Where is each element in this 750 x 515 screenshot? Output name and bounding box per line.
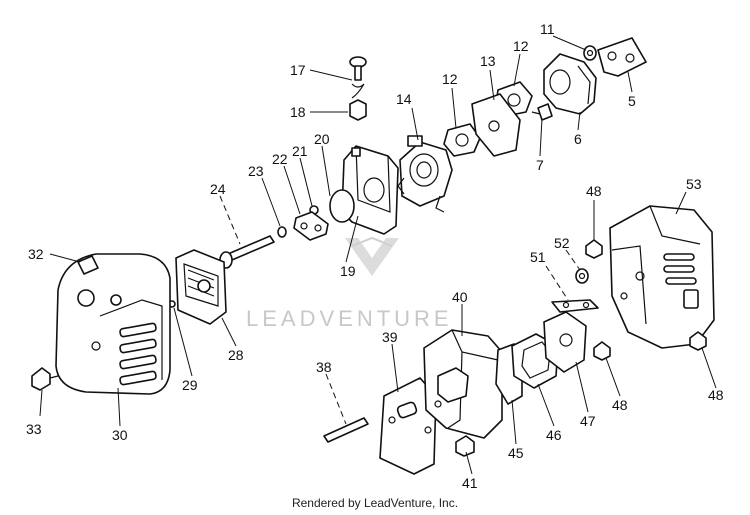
label-33: 33 — [26, 421, 42, 437]
label-6: 6 — [574, 131, 582, 147]
label-41: 41 — [462, 475, 478, 491]
label-39: 39 — [382, 329, 398, 345]
leadventure-watermark: LEADVENTURE — [246, 236, 453, 331]
label-30: 30 — [112, 427, 128, 443]
part-air-cleaner-base-19[interactable] — [341, 145, 399, 235]
part-muffler-40[interactable] — [423, 329, 503, 439]
label-19: 19 — [340, 263, 356, 279]
label-47: 47 — [580, 413, 596, 429]
part-air-cleaner-cover-30[interactable] — [55, 253, 171, 395]
part-bracket-22[interactable] — [293, 211, 329, 241]
part-gasket-12-lower[interactable] — [443, 123, 481, 157]
part-screw-7[interactable] — [531, 103, 553, 121]
label-17: 17 — [290, 62, 306, 78]
label-12-lower: 12 — [442, 71, 458, 87]
watermark-text: LEADVENTURE — [246, 306, 453, 331]
label-52: 52 — [554, 235, 570, 251]
part-gasket-20[interactable] — [329, 189, 355, 223]
label-13: 13 — [480, 53, 496, 69]
part-gasket-plate-39[interactable] — [379, 377, 437, 475]
part-bar-51[interactable] — [551, 299, 599, 313]
label-48-right: 48 — [708, 387, 724, 403]
label-53: 53 — [686, 176, 702, 192]
label-11: 11 — [540, 21, 555, 37]
part-primer-17[interactable] — [349, 56, 367, 99]
part-cylinder-cover-53[interactable] — [609, 205, 715, 349]
part-label-32[interactable] — [77, 255, 99, 275]
label-51: 51 — [530, 249, 546, 265]
part-bolt-48-top[interactable] — [585, 239, 603, 259]
label-22: 22 — [272, 151, 288, 167]
label-40: 40 — [452, 289, 468, 305]
part-number-labels: 17 18 14 12 13 12 11 5 6 7 20 21 22 23 2… — [26, 21, 724, 491]
label-24: 24 — [210, 181, 226, 197]
label-28: 28 — [228, 347, 244, 363]
label-23: 23 — [248, 163, 264, 179]
footer-credit: Rendered by LeadVenture, Inc. — [291, 496, 459, 510]
part-bolt-48-middle[interactable] — [593, 341, 611, 361]
part-bolt-48-right[interactable] — [689, 331, 707, 351]
label-48-middle: 48 — [612, 397, 628, 413]
label-38: 38 — [316, 359, 332, 375]
part-bolt-24[interactable] — [219, 235, 275, 269]
label-48-top: 48 — [586, 183, 602, 199]
part-plate-13[interactable] — [471, 93, 521, 157]
label-7: 7 — [536, 157, 544, 173]
part-bolt-41[interactable] — [455, 435, 475, 457]
part-pin-38[interactable] — [323, 417, 369, 443]
part-washer-52[interactable] — [575, 268, 589, 284]
part-nut-18[interactable] — [349, 99, 367, 121]
part-gasket-5[interactable] — [597, 37, 647, 77]
label-29: 29 — [182, 377, 198, 393]
part-knob-33[interactable] — [31, 367, 59, 391]
part-carburetor-14[interactable] — [397, 135, 453, 213]
label-18: 18 — [290, 104, 306, 120]
part-washer-23[interactable] — [277, 226, 287, 238]
label-20: 20 — [314, 131, 330, 147]
part-washer-11[interactable] — [583, 45, 597, 61]
label-12-upper: 12 — [513, 38, 529, 54]
label-45: 45 — [508, 445, 524, 461]
part-air-filter-28[interactable] — [175, 249, 227, 325]
label-5: 5 — [628, 93, 636, 109]
label-21: 21 — [292, 143, 308, 159]
leader-lines — [39, 35, 717, 475]
part-insulator-6[interactable] — [543, 53, 597, 115]
label-46: 46 — [546, 427, 562, 443]
label-32: 32 — [28, 246, 44, 262]
label-14: 14 — [396, 91, 412, 107]
